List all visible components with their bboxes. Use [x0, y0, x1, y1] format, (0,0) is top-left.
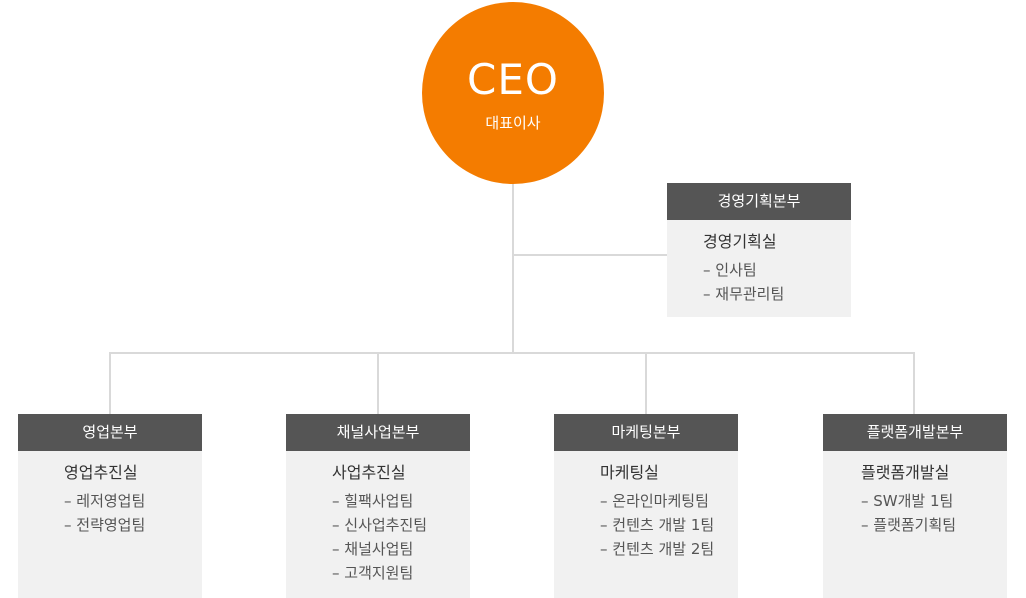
- division-marketing-team-3: 컨텐츠 개발 2팀: [600, 537, 738, 561]
- division-channel-team-1: 힐팩사업팀: [332, 489, 470, 513]
- division-sales-header: 영업본부: [18, 414, 202, 451]
- executive-division-body: 경영기획실 인사팀 재무관리팀: [667, 220, 851, 306]
- division-marketing-team-2: 컨텐츠 개발 1팀: [600, 513, 738, 537]
- executive-division: 경영기획본부 경영기획실 인사팀 재무관리팀: [667, 183, 851, 317]
- executive-division-header: 경영기획본부: [667, 183, 851, 220]
- ceo-subtitle: 대표이사: [485, 114, 541, 132]
- division-sales-team-1: 레저영업팀: [64, 489, 202, 513]
- executive-team-2: 재무관리팀: [703, 282, 851, 306]
- division-channel-office: 사업추진실: [332, 463, 406, 482]
- connector-division-3: [645, 352, 647, 414]
- connector-ceo-trunk: [512, 184, 514, 354]
- connector-executive-branch: [512, 254, 667, 256]
- division-sales: 영업본부 영업추진실 레저영업팀 전략영업팀: [18, 414, 202, 598]
- connector-divisions-bus: [109, 352, 915, 354]
- division-channel-header: 채널사업본부: [286, 414, 470, 451]
- division-channel-team-2: 신사업추진팀: [332, 513, 470, 537]
- connector-division-1: [109, 352, 111, 414]
- division-platform: 플랫폼개발본부 플랫폼개발실 SW개발 1팀 플랫폼기획팀: [823, 414, 1007, 598]
- executive-office: 경영기획실: [703, 232, 777, 251]
- connector-division-2: [377, 352, 379, 414]
- executive-team-1: 인사팀: [703, 258, 851, 282]
- division-sales-team-2: 전략영업팀: [64, 513, 202, 537]
- division-marketing: 마케팅본부 마케팅실 온라인마케팅팀 컨텐츠 개발 1팀 컨텐츠 개발 2팀: [554, 414, 738, 598]
- division-platform-team-1: SW개발 1팀: [861, 489, 1007, 513]
- division-marketing-office: 마케팅실: [600, 463, 659, 482]
- ceo-node: CEO 대표이사: [422, 2, 604, 184]
- division-channel: 채널사업본부 사업추진실 힐팩사업팀 신사업추진팀 채널사업팀 고객지원팀: [286, 414, 470, 598]
- division-platform-header: 플랫폼개발본부: [823, 414, 1007, 451]
- division-platform-body: 플랫폼개발실 SW개발 1팀 플랫폼기획팀: [823, 451, 1007, 537]
- division-marketing-header: 마케팅본부: [554, 414, 738, 451]
- division-platform-team-2: 플랫폼기획팀: [861, 513, 1007, 537]
- division-sales-body: 영업추진실 레저영업팀 전략영업팀: [18, 451, 202, 537]
- division-sales-office: 영업추진실: [64, 463, 138, 482]
- division-marketing-body: 마케팅실 온라인마케팅팀 컨텐츠 개발 1팀 컨텐츠 개발 2팀: [554, 451, 738, 561]
- connector-division-4: [913, 352, 915, 414]
- division-platform-office: 플랫폼개발실: [861, 463, 950, 482]
- division-channel-body: 사업추진실 힐팩사업팀 신사업추진팀 채널사업팀 고객지원팀: [286, 451, 470, 585]
- division-channel-team-3: 채널사업팀: [332, 537, 470, 561]
- ceo-title: CEO: [467, 55, 559, 104]
- division-marketing-team-1: 온라인마케팅팀: [600, 489, 738, 513]
- division-channel-team-4: 고객지원팀: [332, 561, 470, 585]
